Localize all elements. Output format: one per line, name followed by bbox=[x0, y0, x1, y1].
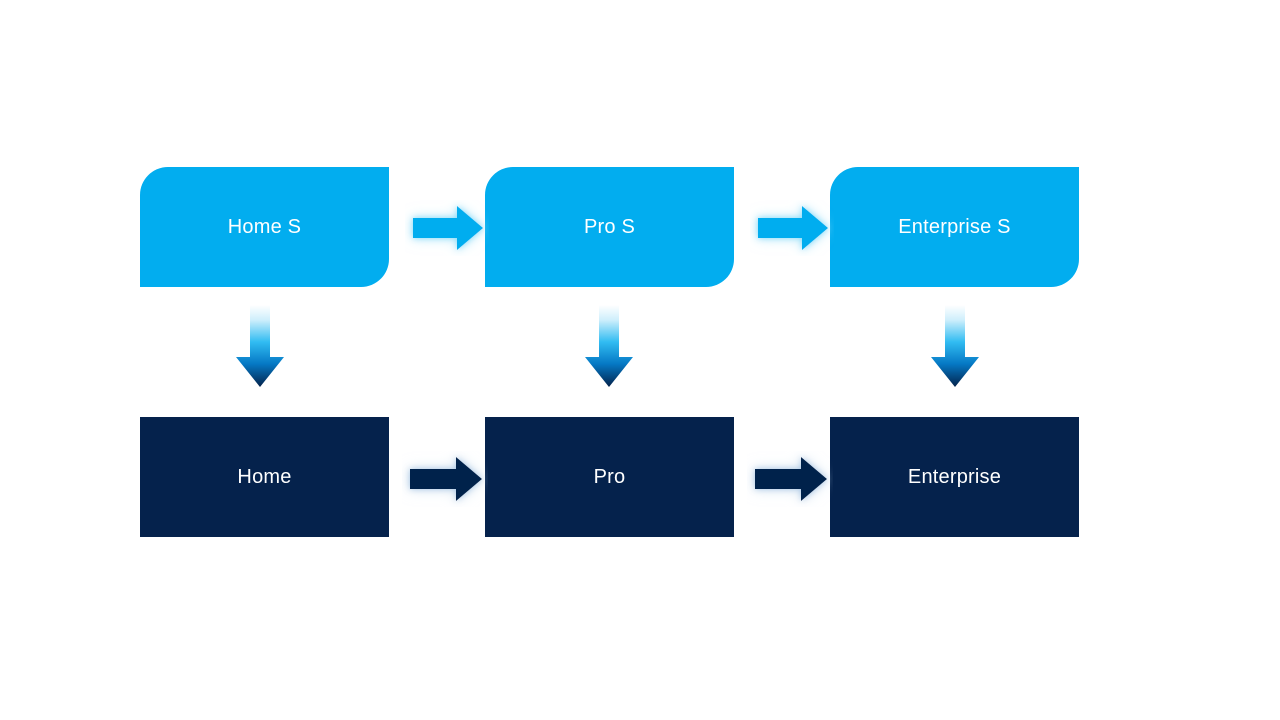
down-arrow-icon bbox=[236, 305, 284, 387]
arrow-right-pro-to-enterprise bbox=[747, 451, 833, 507]
node-enterprise[interactable]: Enterprise bbox=[830, 417, 1079, 537]
arrow-right-home-s-to-pro-s bbox=[405, 200, 489, 256]
right-arrow-icon bbox=[410, 457, 482, 501]
arrow-down-home-s-to-home bbox=[232, 305, 288, 390]
arrow-right-pro-s-to-enterprise-s bbox=[750, 200, 834, 256]
right-arrow-icon bbox=[758, 206, 828, 250]
node-label: Enterprise S bbox=[898, 216, 1011, 238]
arrow-down-enterprise-s-to-enterprise bbox=[927, 305, 983, 390]
right-arrow-icon bbox=[755, 457, 827, 501]
arrow-right-home-to-pro bbox=[402, 451, 488, 507]
arrow-down-pro-s-to-pro bbox=[581, 305, 637, 390]
node-enterprise-s[interactable]: Enterprise S bbox=[830, 167, 1079, 287]
node-label: Enterprise bbox=[907, 466, 1002, 488]
node-label: Pro bbox=[593, 466, 626, 488]
node-label: Pro S bbox=[583, 216, 636, 238]
node-home-s[interactable]: Home S bbox=[140, 167, 389, 287]
node-label: Home S bbox=[227, 216, 302, 238]
node-pro[interactable]: Pro bbox=[485, 417, 734, 537]
down-arrow-icon bbox=[931, 305, 979, 387]
node-home[interactable]: Home bbox=[140, 417, 389, 537]
right-arrow-icon bbox=[413, 206, 483, 250]
node-label: Home bbox=[237, 466, 292, 488]
down-arrow-icon bbox=[585, 305, 633, 387]
node-pro-s[interactable]: Pro S bbox=[485, 167, 734, 287]
